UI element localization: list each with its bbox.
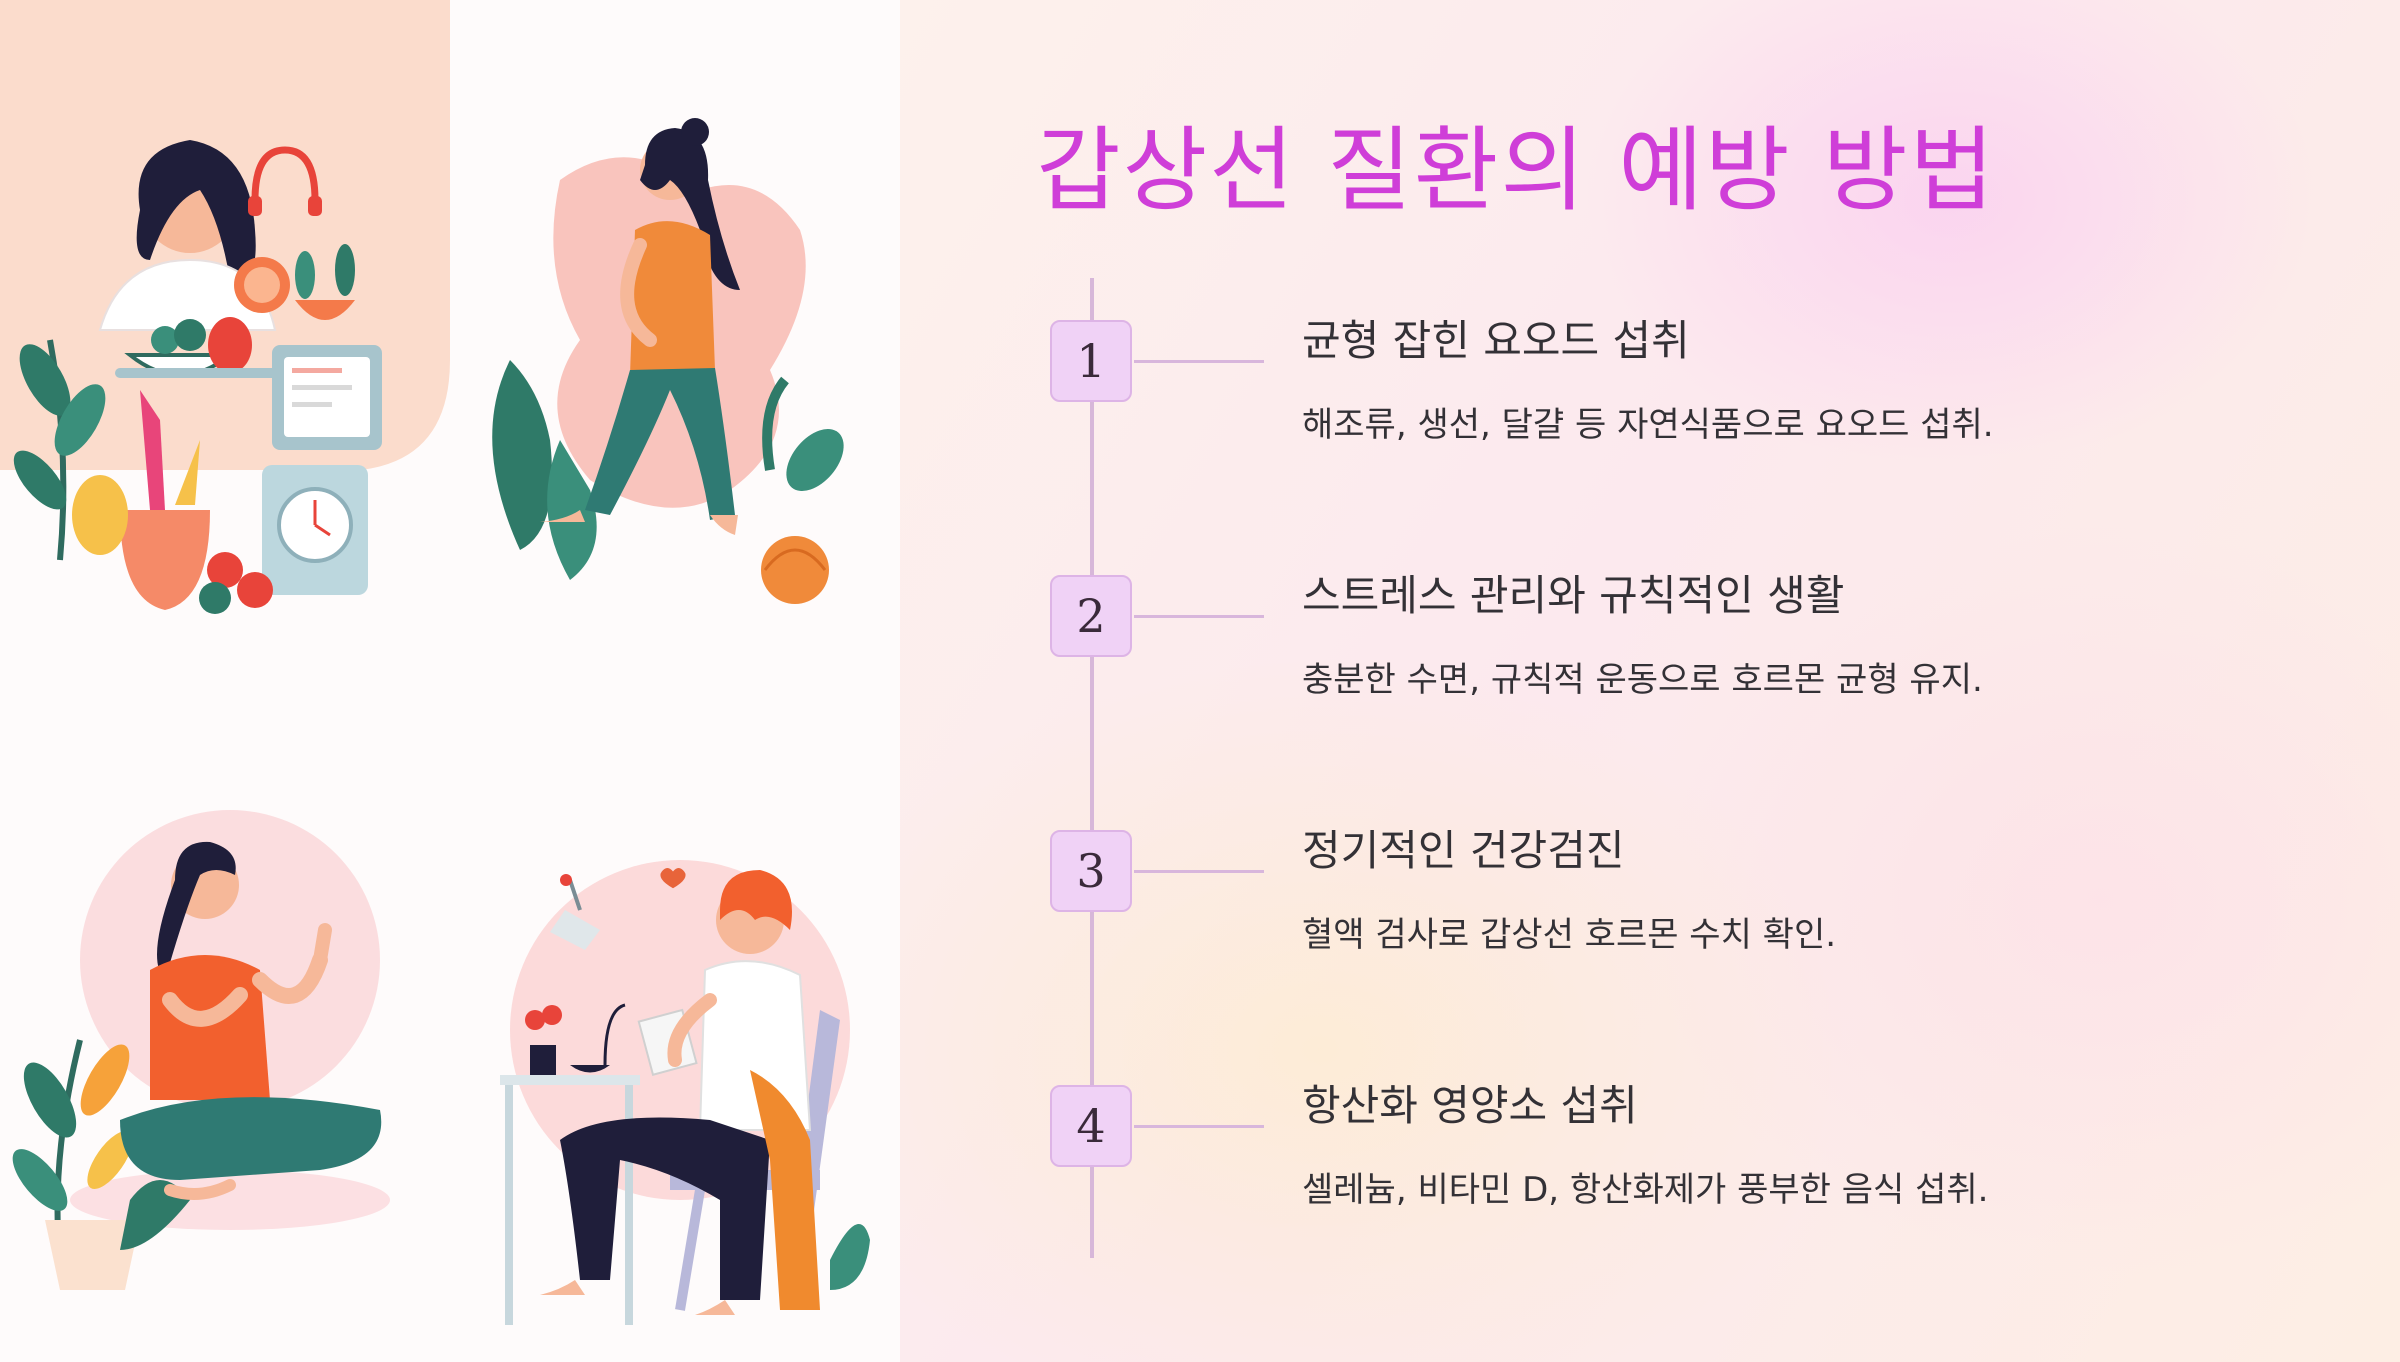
- step-connector: [1134, 870, 1264, 873]
- step-title: 정기적인 건강검진: [1302, 826, 1625, 875]
- illustration-panel: [0, 0, 900, 1362]
- walking-exercise-illustration: [492, 118, 844, 604]
- step-description: 셀레늄, 비타민 D, 항산화제가 풍부한 음식 섭취.: [1302, 1170, 1989, 1210]
- step-number-badge: 3: [1050, 830, 1132, 912]
- timeline-line: [1090, 278, 1094, 1258]
- step-title: 스트레스 관리와 규칙적인 생활: [1302, 571, 1845, 620]
- step-number-badge: 4: [1050, 1085, 1132, 1167]
- healthy-food-illustration: [0, 0, 450, 614]
- step-connector: [1134, 615, 1264, 618]
- step-number-badge: 1: [1050, 320, 1132, 402]
- step-title: 균형 잡힌 요오드 섭취: [1302, 316, 1690, 365]
- step-connector: [1134, 1125, 1264, 1128]
- reading-at-table-illustration: [500, 860, 870, 1325]
- step-description: 충분한 수면, 규칙적 운동으로 호르몬 균형 유지.: [1302, 660, 1983, 700]
- content-panel: [900, 0, 2400, 1362]
- meditation-illustration: [12, 810, 390, 1290]
- step-number-badge: 2: [1050, 575, 1132, 657]
- step-description: 혈액 검사로 갑상선 호르몬 수치 확인.: [1302, 915, 1837, 955]
- page-title: 갑상선 질환의 예방 방법: [1036, 117, 1997, 224]
- step-connector: [1134, 360, 1264, 363]
- step-description: 해조류, 생선, 달걀 등 자연식품으로 요오드 섭취.: [1302, 405, 1994, 445]
- step-title: 항산화 영양소 섭취: [1302, 1081, 1638, 1130]
